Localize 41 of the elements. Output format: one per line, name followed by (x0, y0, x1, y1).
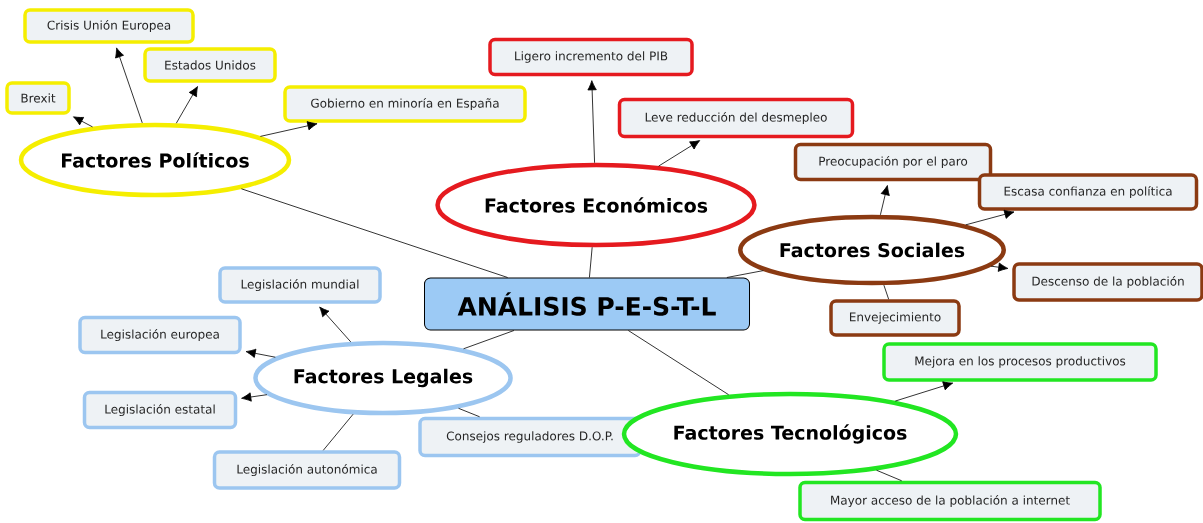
arrow (175, 86, 198, 124)
connector-line (726, 270, 764, 278)
connector-line (883, 284, 890, 300)
connector-line (876, 469, 903, 482)
topic-box: Legislación europea (78, 315, 242, 355)
topic-box: Ligero incremento del PIB (488, 37, 694, 77)
arrow (894, 381, 954, 402)
arrow (880, 185, 890, 216)
topic-box: Legislación mundial (218, 266, 382, 304)
topic-box: Envejecimiento (829, 299, 961, 337)
topic-box: Legislación estatal (82, 390, 238, 430)
topic-box: Consejos reguladores D.O.P. (418, 416, 642, 458)
connector-line (463, 330, 515, 350)
arrow (115, 47, 143, 124)
arrow (73, 116, 93, 128)
topic-box: Descenso de la población (1012, 262, 1203, 302)
topic-box: Preocupación por el paro (793, 142, 993, 182)
topic-box: Brexit (5, 81, 71, 115)
connector-line (241, 188, 509, 278)
topic-box: Crisis Unión Europea (23, 8, 195, 44)
connector-line (322, 413, 354, 451)
connector-line (589, 246, 593, 278)
topic-box: Mejora en los procesos productivos (882, 342, 1158, 382)
arrow (965, 209, 1015, 226)
arrow (241, 392, 268, 402)
topic-box: Escasa confianza en política (977, 173, 1199, 211)
topic-box: Legislación autonómica (212, 450, 402, 490)
arrow (319, 306, 352, 343)
connector-line (627, 330, 729, 396)
connector-line (458, 407, 480, 418)
topic-box: Leve reducción del desmepleo (617, 97, 855, 139)
node-label: Factores Tecnológicos (674, 424, 907, 444)
arrow (990, 262, 1009, 272)
topic-box: Estados Unidos (143, 47, 277, 83)
title-box: ANÁLISIS P-E-S-T-L (424, 277, 750, 331)
arrow (658, 140, 701, 167)
topic-box: Mayor acceso de la población a internet (798, 480, 1102, 522)
arrow (260, 121, 318, 137)
topic-box: Gobierno en minoría en España (283, 85, 527, 123)
arrow (587, 80, 597, 164)
arrow (245, 348, 276, 358)
